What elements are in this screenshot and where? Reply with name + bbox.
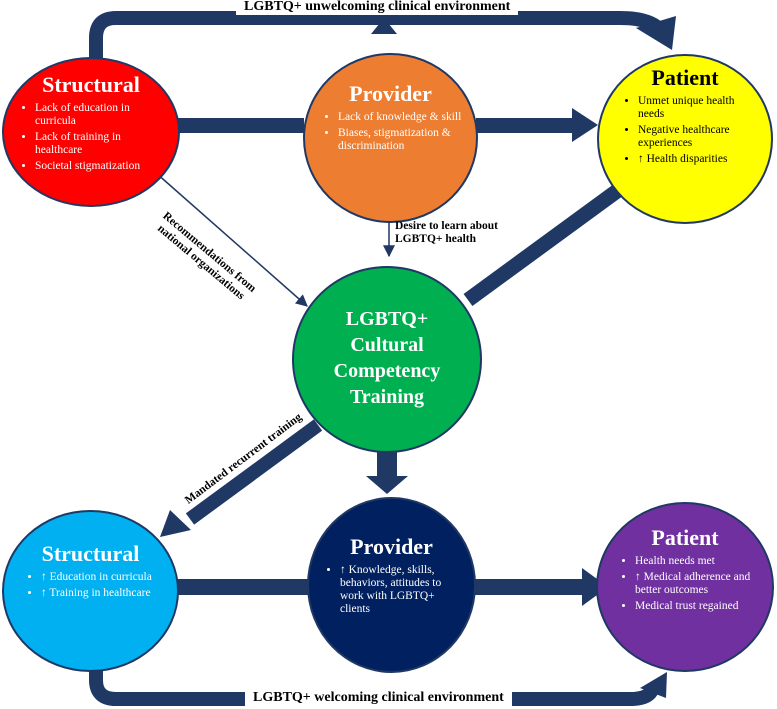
- node-title: Patient: [651, 65, 719, 90]
- center-title-line: Cultural: [350, 334, 424, 356]
- structural-outcome-node: Structural ↑ Education in curricula ↑ Tr…: [2, 510, 179, 672]
- list-item: Societal stigmatization: [35, 160, 169, 173]
- mandated-arrowhead: [160, 510, 191, 537]
- list-item: ↑ Education in curricula: [41, 571, 161, 584]
- provider-outcome-node: Provider ↑ Knowledge, skills, behaviors,…: [307, 497, 476, 673]
- top-row-arrowhead: [572, 108, 598, 142]
- patient-barrier-node: Patient Unmet unique health needs Negati…: [597, 54, 773, 224]
- list-item: ↑ Training in healthcare: [41, 587, 161, 600]
- patient-outcome-node: Patient Health needs met ↑ Medical adher…: [596, 502, 774, 672]
- list-item: Lack of knowledge & skill: [338, 111, 468, 124]
- top-up-arrowhead: [371, 18, 397, 34]
- mandated-arrow: [185, 419, 323, 525]
- desire-label-line: Desire to learn about: [395, 220, 498, 232]
- recommendations-arrow: [146, 164, 308, 307]
- bottom-loop-arrowhead: [640, 672, 667, 698]
- node-title: Structural: [42, 72, 140, 97]
- bottom-row-arrow-1: [178, 579, 308, 595]
- list-item: Lack of training in healthcare: [35, 131, 169, 157]
- node-title: Provider: [349, 81, 432, 106]
- center-title-line: Competency: [333, 360, 441, 382]
- list-item: Medical trust regained: [635, 600, 753, 613]
- provider-barrier-node: Provider Lack of knowledge & skill Biase…: [303, 53, 478, 223]
- top-row-arrow-2: [476, 118, 572, 133]
- list-item: ↑ Medical adherence and better outcomes: [635, 571, 753, 597]
- center-down-arrowhead: [366, 476, 408, 494]
- list-item: ↑ Health disparities: [638, 153, 753, 166]
- center-down-arrow: [377, 452, 397, 478]
- list-item: ↑ Knowledge, skills, behaviors, attitude…: [340, 564, 465, 616]
- node-title: Patient: [651, 525, 719, 550]
- node-title: Provider: [350, 534, 433, 559]
- bottom-row-arrow-2: [474, 579, 584, 595]
- list-item: Biases, stigmatization & discrimination: [338, 127, 468, 153]
- training-node: LGBTQ+ Cultural Competency Training: [292, 266, 482, 453]
- top-banner: LGBTQ+ unwelcoming clinical environment: [236, 0, 519, 15]
- list-item: Negative healthcare experiences: [638, 124, 753, 150]
- list-item: Lack of education in curricula: [35, 102, 169, 128]
- list-item: Health needs met: [635, 555, 753, 568]
- desire-label: Desire to learn about LGBTQ+ health: [395, 220, 498, 246]
- top-loop-arrowhead: [636, 16, 676, 50]
- patient-feedback-arrow: [463, 173, 637, 307]
- node-title: Structural: [41, 541, 140, 566]
- list-item: Unmet unique health needs: [638, 95, 753, 121]
- bottom-banner: LGBTQ+ welcoming clinical environment: [245, 690, 512, 706]
- top-row-arrow-1: [178, 118, 304, 133]
- center-title-line: LGBTQ+: [345, 308, 429, 330]
- center-title-line: Training: [349, 386, 425, 408]
- desire-label-line: LGBTQ+ health: [395, 233, 476, 245]
- structural-barrier-node: Structural Lack of education in curricul…: [2, 57, 180, 207]
- bottom-row-arrowhead: [582, 568, 608, 606]
- bottom-loop-arrow: [89, 650, 659, 706]
- top-loop-arrow: [89, 11, 666, 62]
